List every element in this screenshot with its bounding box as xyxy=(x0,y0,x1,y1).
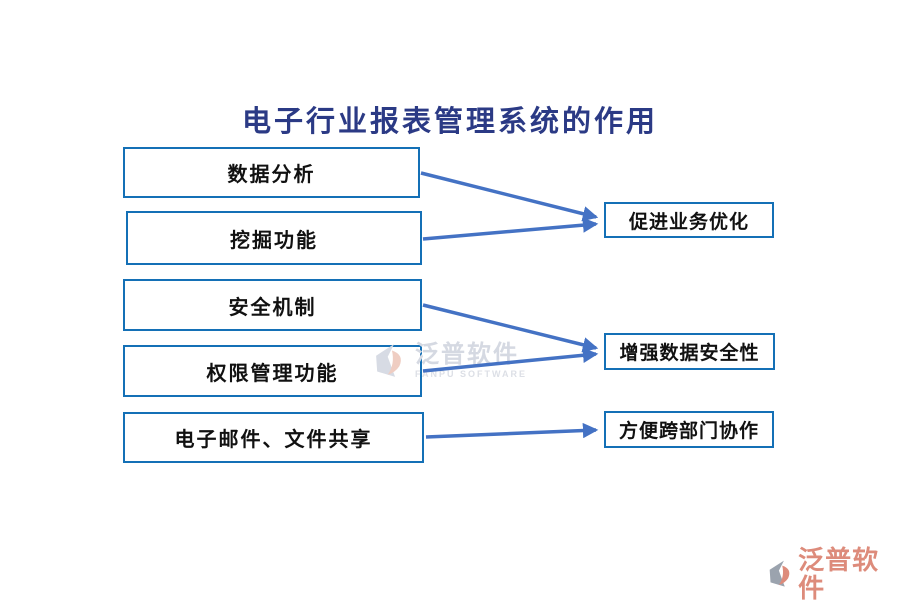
left-box-permission-management: 权限管理功能 xyxy=(123,345,422,397)
diagram-title: 电子行业报表管理系统的作用 xyxy=(241,106,658,138)
watermark-name: 泛普软件 xyxy=(415,341,519,368)
right-box-data-security-label: 增强数据安全性 xyxy=(619,343,760,364)
arrow-mining-to-business-optimization xyxy=(422,217,599,241)
watermark-subtext: FANPU SOFTWARE xyxy=(415,369,528,379)
fanpu-logo-icon xyxy=(769,560,790,587)
left-box-security-mechanism-label: 安全机制 xyxy=(228,296,317,319)
right-box-business-optimization-label: 促进业务优化 xyxy=(628,211,749,233)
left-box-email-file-sharing-label: 电子邮件、文件共享 xyxy=(174,429,373,451)
brand-logo: 泛普软件 www.fanpusoft.com xyxy=(768,546,900,600)
arrow-security-to-data-security xyxy=(422,303,599,353)
arrow-permissions-to-data-security xyxy=(422,347,599,373)
left-box-security-mechanism: 安全机制 xyxy=(123,279,422,331)
left-box-permission-management-label: 权限管理功能 xyxy=(206,362,339,385)
right-box-cross-department-collaboration-label: 方便跨部门协作 xyxy=(618,421,759,442)
left-box-email-file-sharing: 电子邮件、文件共享 xyxy=(123,412,424,463)
left-box-data-analysis: 数据分析 xyxy=(123,147,420,198)
arrow-data-analysis-to-business-optimization xyxy=(420,171,599,222)
right-box-data-security: 增强数据安全性 xyxy=(604,333,775,370)
brand-name: 泛普软件 xyxy=(798,545,880,600)
left-box-data-analysis-label: 数据分析 xyxy=(227,164,316,186)
right-box-business-optimization: 促进业务优化 xyxy=(604,202,774,238)
right-box-cross-department-collaboration: 方便跨部门协作 xyxy=(604,411,774,448)
left-box-mining-function-label: 挖掘功能 xyxy=(230,229,318,252)
left-box-mining-function: 挖掘功能 xyxy=(126,211,422,265)
arrow-email-to-collaboration xyxy=(425,422,599,439)
